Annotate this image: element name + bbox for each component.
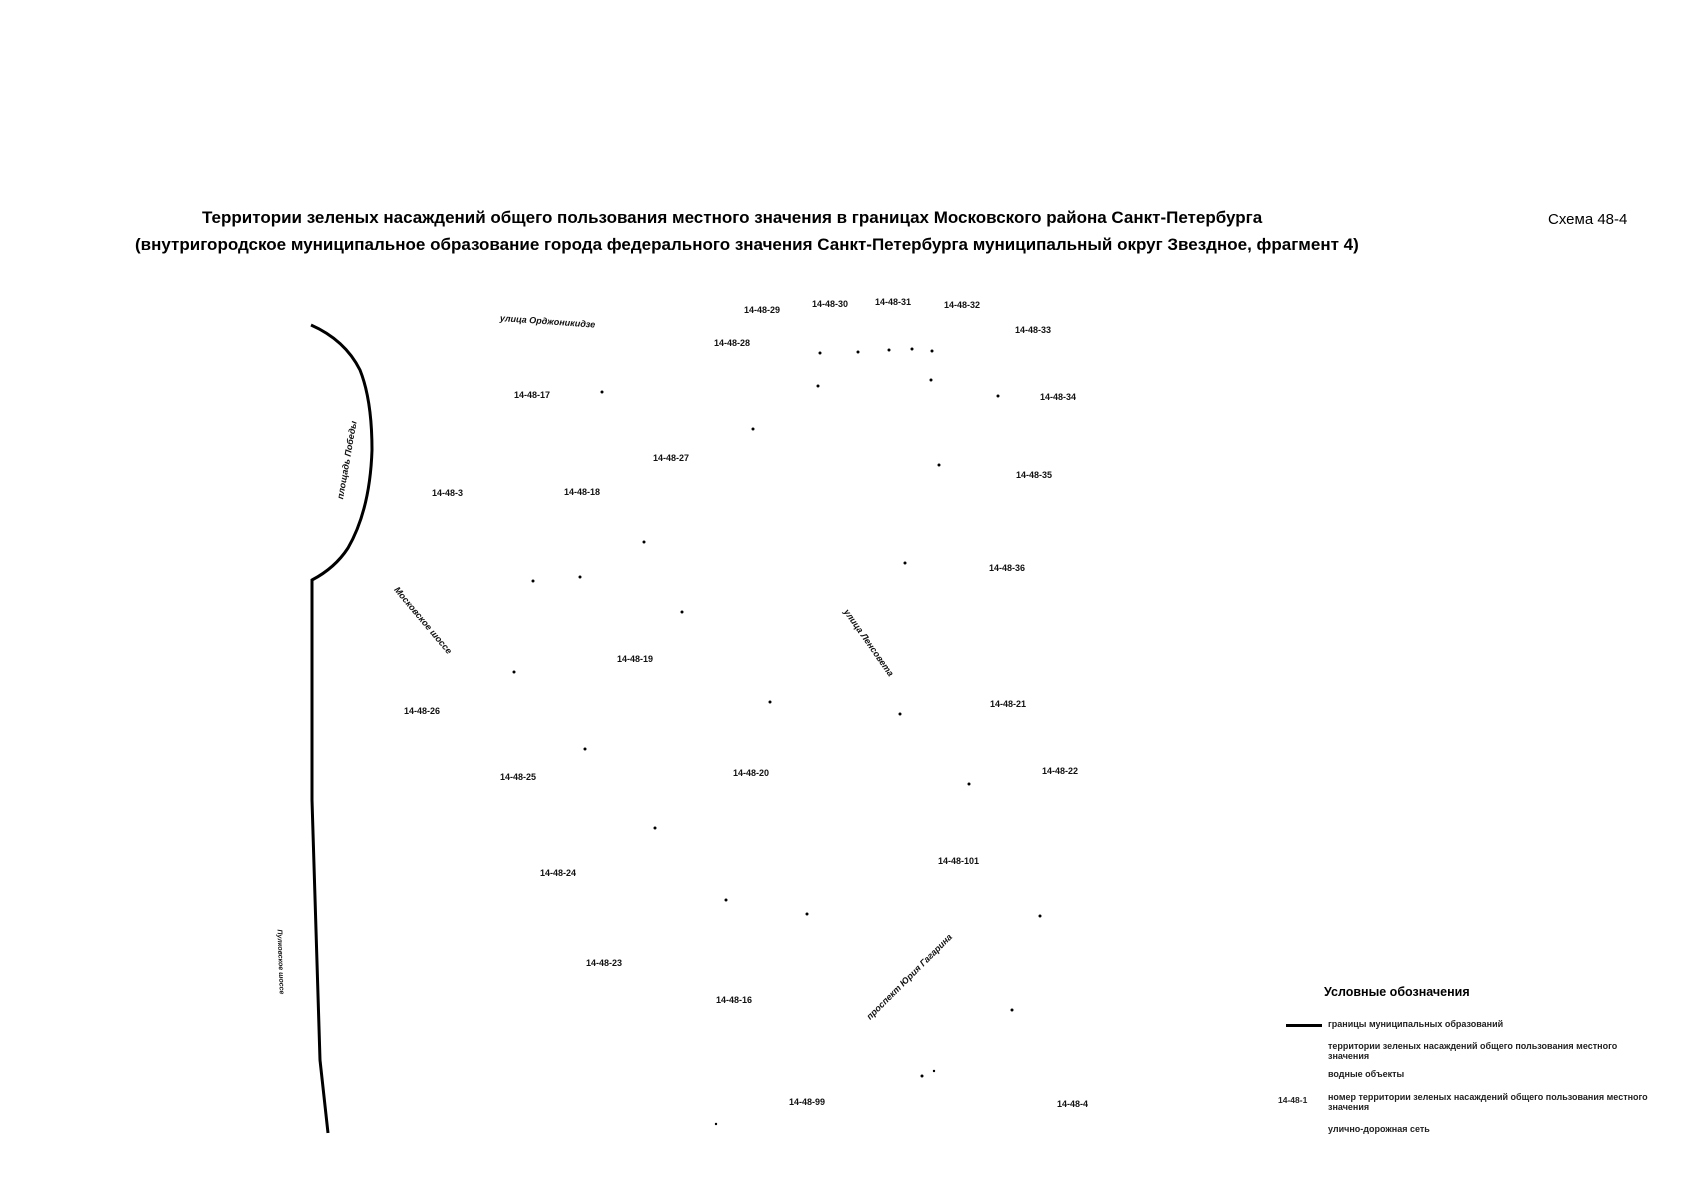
plot-label: 14-48-27 — [653, 453, 690, 463]
plot-label: 14-48-34 — [1040, 392, 1077, 402]
plot-label: 14-48-99 — [789, 1097, 826, 1107]
legend-item-text: улично-дорожная сеть — [1328, 1124, 1430, 1134]
plot-label: 14-48-28 — [714, 338, 751, 348]
plot-label: 14-48-23 — [586, 958, 623, 968]
plot-label: 14-48-33 — [1015, 325, 1052, 335]
legend-code-sample: 14-48-1 — [1278, 1095, 1308, 1105]
legend-title: Условные обозначения — [1324, 985, 1470, 999]
plot-label: 14-48-31 — [875, 297, 912, 307]
legend-item-text: границы муниципальных образований — [1328, 1019, 1504, 1029]
map-title: Территории зеленых насаждений общего пол… — [202, 208, 1263, 227]
plot-label: 14-48-4 — [1057, 1099, 1089, 1109]
plot-label: 14-48-19 — [617, 654, 654, 664]
plot-label: 14-48-21 — [990, 699, 1027, 709]
plot-label: 14-48-18 — [564, 487, 601, 497]
legend-item-text: номер территории зеленых насаждений обще… — [1328, 1092, 1648, 1112]
plot-label: 14-48-16 — [716, 995, 753, 1005]
plot-label: 14-48-24 — [540, 868, 577, 878]
plot-label: 14-48-36 — [989, 563, 1026, 573]
map-dots — [512, 347, 1042, 1126]
legend-item-text: водные объекты — [1328, 1069, 1405, 1079]
plot-label: 14-48-20 — [733, 768, 770, 778]
plot-label: 14-48-32 — [944, 300, 981, 310]
legend-item-text: территории зеленых насаждений общего пол… — [1328, 1041, 1618, 1061]
plot-label: 14-48-30 — [812, 299, 849, 309]
plot-label: 14-48-26 — [404, 706, 441, 716]
scheme-number: Схема 48-4 — [1548, 211, 1628, 228]
plot-label: 14-48-101 — [938, 856, 980, 866]
plot-label: 14-48-29 — [744, 305, 781, 315]
plot-label: 14-48-22 — [1042, 766, 1079, 776]
map-subtitle: (внутригородское муниципальное образован… — [135, 235, 1359, 254]
plot-label: 14-48-17 — [514, 390, 551, 400]
plot-label: 14-48-3 — [432, 488, 464, 498]
plot-label: 14-48-25 — [500, 772, 537, 782]
municipal-boundary-line — [310, 323, 374, 1134]
plot-label: 14-48-35 — [1016, 470, 1053, 480]
boundary-line-symbol — [1286, 1024, 1322, 1027]
